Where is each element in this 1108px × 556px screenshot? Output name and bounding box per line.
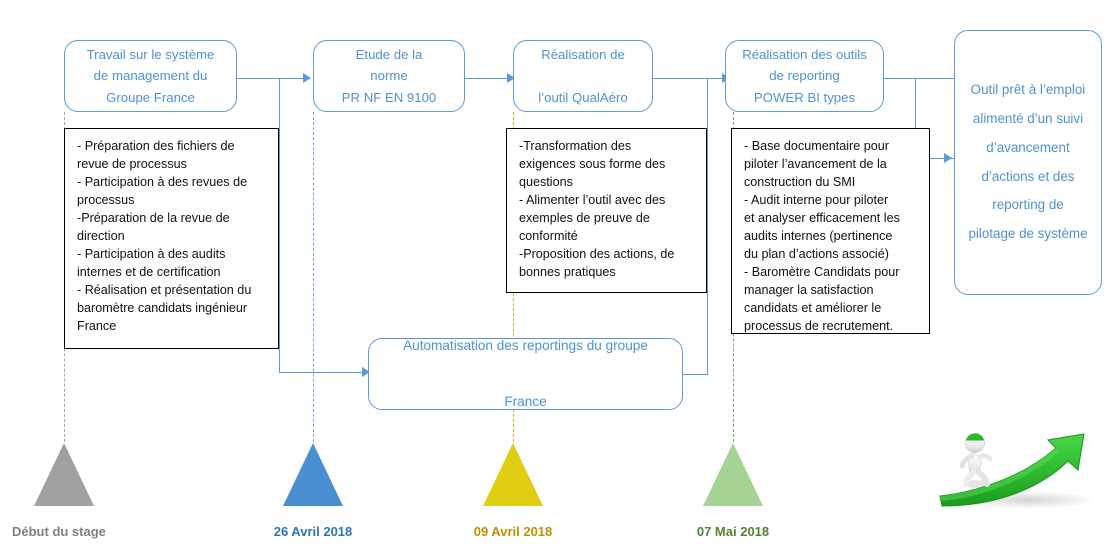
connector-phase1-to-phase2 xyxy=(236,78,304,79)
phase-box-norme-study[interactable]: Etude de la norme PR NF EN 9100 xyxy=(313,40,465,112)
connector-automation-right xyxy=(682,374,708,375)
phase-box-automation[interactable]: Automatisation des reportings du groupe … xyxy=(368,338,683,410)
arrowhead-phase2 xyxy=(303,73,311,83)
running-figure-icon xyxy=(939,433,1096,509)
milestone-label-07-mai: 07 Mai 2018 xyxy=(696,524,770,539)
arrowhead-final xyxy=(944,153,952,163)
milestone-triangle-09-avril xyxy=(483,443,543,506)
phase-box-final-outcome[interactable]: Outil prêt à l’emploi alimenté d’un suiv… xyxy=(954,30,1102,295)
milestone-triangle-26-avril xyxy=(283,443,343,506)
milestone-label-26-avril: 26 Avril 2018 xyxy=(273,524,353,539)
detail-box-management-system: - Préparation des fichiers de revue de p… xyxy=(64,128,279,349)
connector-to-automation-left xyxy=(279,372,369,373)
connector-phase3-down xyxy=(707,78,708,374)
connector-phase4-down xyxy=(915,78,916,158)
phase-box-reporting-tools[interactable]: Réalisation des outils de reporting POWE… xyxy=(725,40,884,112)
milestone-triangle-start xyxy=(34,443,94,506)
connector-phase1-down xyxy=(279,78,280,372)
detail-box-reporting-tools: - Base documentaire pour piloter l’avanc… xyxy=(731,128,930,334)
growth-arrow-graphic xyxy=(928,418,1108,530)
connector-phase4-right xyxy=(884,78,958,79)
connector-phase2-to-phase3 xyxy=(465,78,515,79)
milestone-label-start: Début du stage xyxy=(12,524,106,539)
connector-to-final xyxy=(915,158,955,159)
milestone-triangle-07-mai xyxy=(703,443,763,506)
phase-box-management-system[interactable]: Travail sur le système de management du … xyxy=(64,40,237,112)
arrowhead-phase3 xyxy=(507,73,515,83)
dropline-26-avril xyxy=(313,112,314,442)
arrowhead-automation xyxy=(362,367,370,377)
connector-phase3-to-phase4 xyxy=(652,78,724,79)
milestone-label-09-avril: 09 Avril 2018 xyxy=(473,524,553,539)
detail-box-qualaero-tool: -Transformation des exigences sous forme… xyxy=(506,128,707,293)
phase-box-qualaero-tool[interactable]: Réalisation de l’outil QualAéro xyxy=(513,40,653,112)
